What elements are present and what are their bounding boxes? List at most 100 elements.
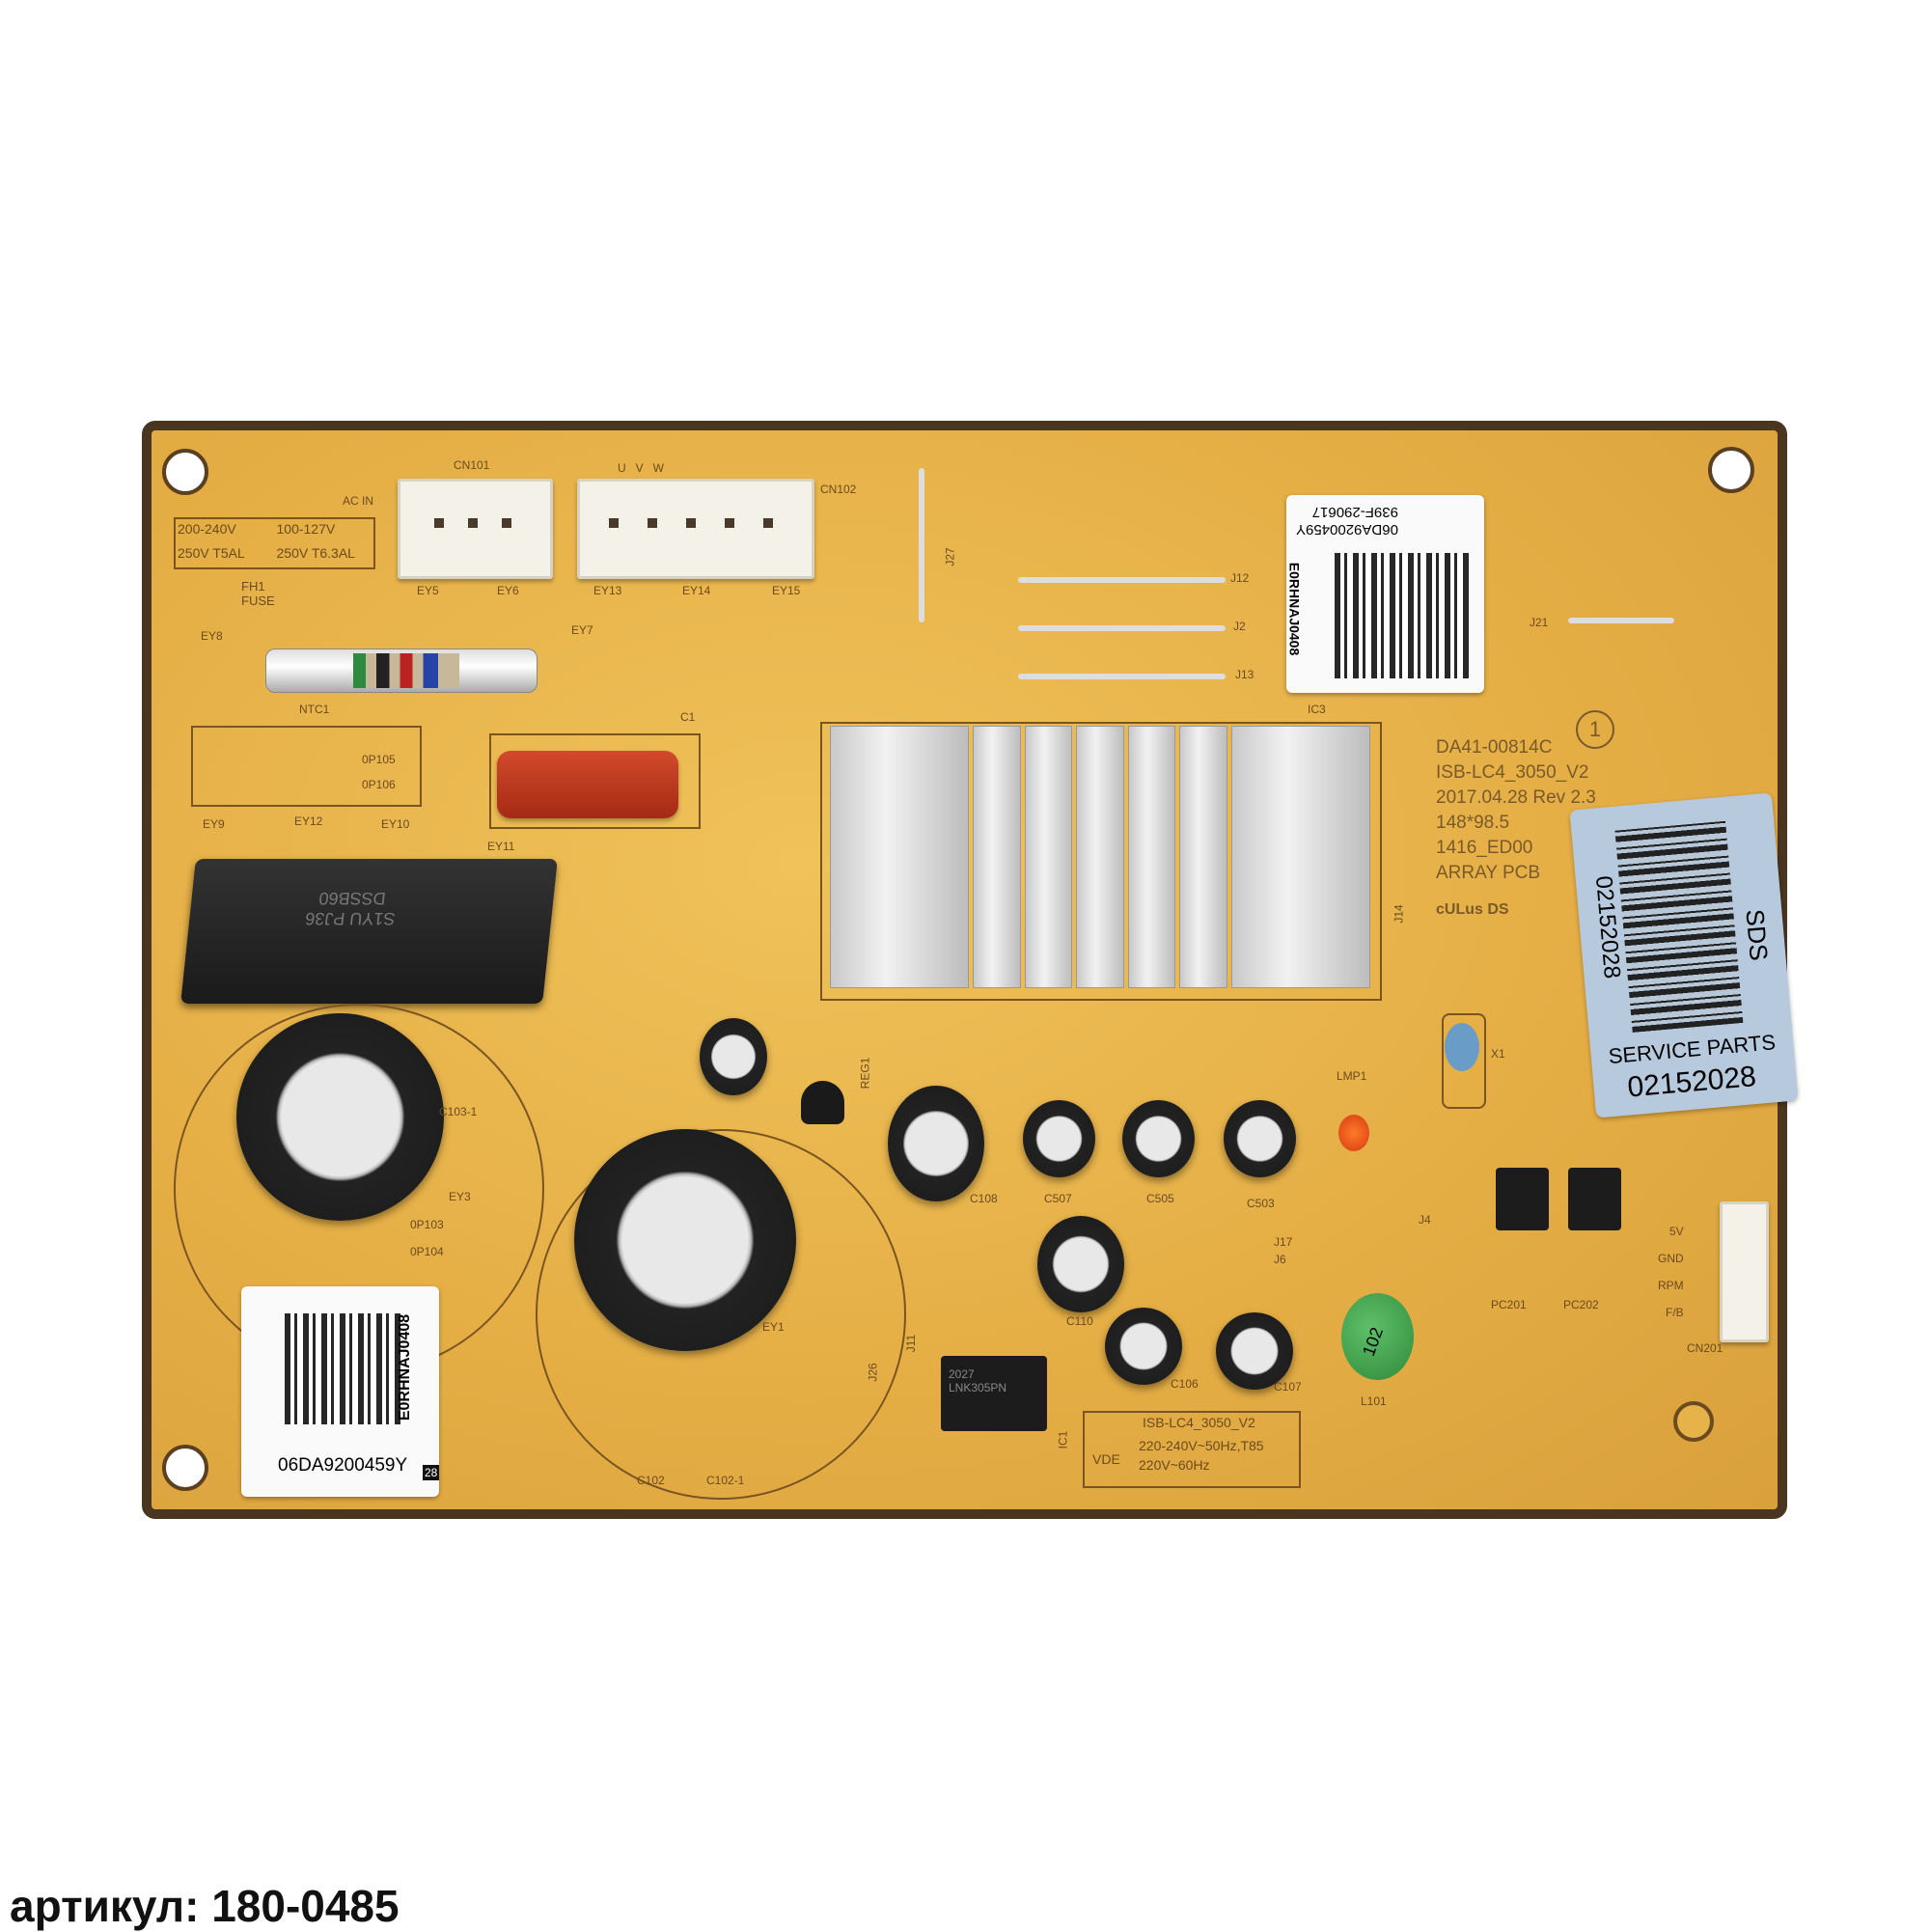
jumper-label: J21 [1530, 616, 1549, 629]
barcode [1614, 820, 1744, 1033]
qr-code-text: 06DA9200459Y [278, 1455, 408, 1476]
ac-in-label: AC IN [343, 494, 374, 508]
lmp-label: LMP1 [1337, 1069, 1367, 1083]
service-parts-label: 02152028 SDS SERVICE PARTS 02152028 [1569, 792, 1799, 1118]
ey-label: EY12 [294, 814, 323, 828]
capacitor [1037, 1216, 1124, 1312]
qr-code [1335, 553, 1470, 678]
qr-code-text: 06DA9200459Y [1296, 521, 1398, 538]
ey-label: EY9 [203, 817, 225, 831]
info-line: ARRAY PCB [1436, 863, 1541, 883]
qr-code-text: 939F-290617 [1311, 504, 1398, 520]
capacitor [888, 1086, 984, 1201]
capacitor [1122, 1100, 1195, 1177]
jumper-wire [1018, 625, 1226, 631]
ey-label: EY8 [201, 629, 223, 643]
jumper-wire [1018, 674, 1226, 679]
qr-side-text: E0RHNAJ0408 [1286, 562, 1303, 656]
service-parts-code: 02152028 [1626, 1061, 1758, 1104]
mounting-hole [162, 1445, 208, 1491]
ey-label: EY10 [381, 817, 410, 831]
c1-label: C1 [680, 710, 696, 724]
electrolytic-capacitor-c102 [574, 1129, 796, 1351]
ic-marking: 2027 [949, 1367, 975, 1381]
vde-title: ISB-LC4_3050_V2 [1143, 1415, 1255, 1430]
jumper-label: J6 [1274, 1253, 1286, 1266]
capacitor [1023, 1100, 1095, 1177]
qr-side-text: E0RHNAJ0408 [397, 1313, 414, 1421]
ey-label: EY7 [571, 623, 593, 637]
cap-label: C108 [970, 1192, 998, 1205]
fuse-rating: 250V T6.3AL [276, 545, 355, 561]
info-line: ISB-LC4_3050_V2 [1436, 762, 1589, 783]
x-capacitor [1445, 1023, 1479, 1071]
ic1-label: IC1 [1056, 1430, 1070, 1449]
mounting-hole [1708, 447, 1754, 493]
jumper-wire [919, 468, 924, 622]
pc201-label: PC201 [1491, 1298, 1527, 1311]
info-line: 1416_ED00 [1436, 838, 1533, 858]
cap-label: C106 [1171, 1377, 1199, 1391]
qr-code [285, 1313, 400, 1424]
voltage-regulator [801, 1081, 844, 1124]
reg-label: REG1 [858, 1057, 872, 1090]
mounting-hole [1673, 1401, 1714, 1442]
certification-mark: cULus DS [1436, 901, 1509, 918]
vde-mark: VDE [1092, 1451, 1120, 1467]
cap-label: C102 [637, 1474, 665, 1487]
op-label: 0P103 [410, 1218, 444, 1231]
l101-label: L101 [1361, 1394, 1387, 1408]
info-line: 2017.04.28 Rev 2.3 [1436, 787, 1596, 808]
heatsink [830, 726, 1370, 988]
qr-label-bottom: E0RHNAJ0408 06DA9200459Y 28 [241, 1286, 440, 1497]
ey-label: EY5 [417, 584, 439, 597]
x1-label: X1 [1491, 1047, 1505, 1061]
cap-outline [536, 1129, 906, 1500]
pin-label: F/B [1666, 1306, 1684, 1319]
cn102-label: CN102 [820, 483, 857, 496]
fuse-rating: 100-127V [276, 521, 336, 537]
vde-box: ISB-LC4_3050_V2 VDE 220-240V~50Hz,T85 22… [1083, 1411, 1301, 1488]
cn201-pin-labels: 5V GND RPM F/B [1658, 1218, 1684, 1326]
cap-label: C102-1 [706, 1474, 745, 1487]
bridge-marking: S1YU PJ36 [304, 909, 397, 928]
capacitor [700, 1018, 767, 1095]
bridge-marking: DSSB60 [317, 889, 387, 908]
ntc-label: NTC1 [299, 703, 330, 716]
connector-cn101 [398, 479, 553, 579]
optocoupler-pc202 [1568, 1168, 1621, 1230]
cap-label: C103-1 [439, 1105, 478, 1118]
fuse-rating: 200-240V [178, 521, 236, 537]
qr-label-top: 06DA9200459Y 939F-290617 E0RHNAJ0408 [1286, 495, 1484, 693]
fuse-label: FH1 FUSE [241, 579, 275, 608]
c1-outline [489, 733, 701, 829]
brand-text: SDS [1740, 907, 1774, 962]
pc202-label: PC202 [1563, 1298, 1599, 1311]
cap-label: C107 [1274, 1380, 1302, 1394]
ic3-label: IC3 [1308, 703, 1326, 716]
electrolytic-capacitor-c103 [236, 1013, 444, 1221]
jumper-label: J27 [943, 547, 957, 566]
jumper-label: J4 [1419, 1213, 1431, 1227]
cap-label: C505 [1146, 1192, 1174, 1205]
vde-rating: 220V~60Hz [1139, 1457, 1210, 1473]
capacitor [1224, 1100, 1296, 1177]
optocoupler-pc201 [1496, 1168, 1549, 1230]
cap-label: EY1 [762, 1320, 785, 1334]
x1-outline [1442, 1013, 1486, 1109]
fuse-rating: 250V T5AL [178, 545, 245, 561]
capacitor [1105, 1308, 1182, 1385]
info-line: DA41-00814C [1436, 737, 1553, 758]
fuse [265, 649, 538, 693]
resistor-box [191, 726, 422, 807]
pin-label: 5V [1668, 1225, 1684, 1238]
jumper-label: J12 [1230, 571, 1250, 585]
jumper-label: J14 [1392, 904, 1406, 924]
article-number-caption: артикул: 180-0485 [10, 1881, 400, 1931]
info-line: 148*98.5 [1436, 813, 1510, 833]
inductor-marking: 102 [1359, 1324, 1388, 1359]
vde-rating: 220-240V~50Hz,T85 [1139, 1438, 1264, 1453]
pin-label: RPM [1658, 1279, 1684, 1292]
ey-label: EY11 [487, 840, 515, 853]
cn102-pins-label: U V W [618, 461, 664, 475]
